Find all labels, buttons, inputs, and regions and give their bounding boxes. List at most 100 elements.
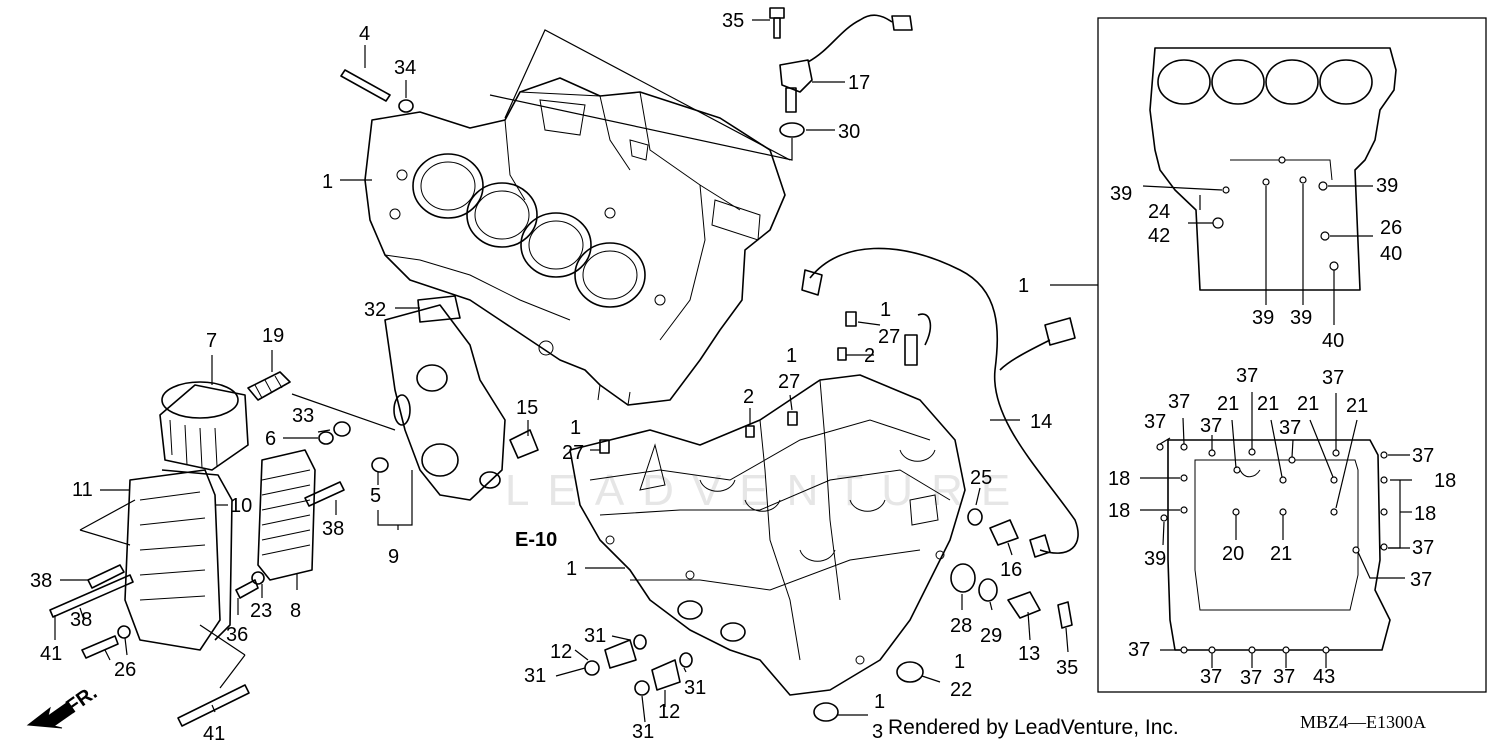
callout-31-c: 31 — [684, 677, 706, 699]
callout-33: 33 — [292, 405, 314, 427]
oil-cooler-fins — [139, 491, 206, 601]
callout-1-dowel-a: 1 — [880, 299, 891, 321]
render-credit: Rendered by LeadVenture, Inc. — [888, 716, 1179, 739]
bolt — [769, 7, 785, 39]
inset-callout-39-a: 39 — [1110, 183, 1132, 205]
harness-grommet — [801, 269, 823, 296]
inset-callout-20: 20 — [1222, 543, 1244, 565]
callout-22: 22 — [950, 679, 972, 701]
lower-crankcase — [569, 374, 966, 696]
oil-pressure-switch — [509, 429, 539, 459]
callout-36: 36 — [226, 624, 248, 646]
callout-8: 8 — [290, 600, 301, 622]
inset-callout-37-j: 37 — [1200, 666, 1222, 688]
callout-12-a: 12 — [550, 641, 572, 663]
harness-connector — [1044, 317, 1076, 346]
bolt-38-low — [81, 635, 119, 659]
dowel-27-c — [599, 439, 610, 454]
callout-34: 34 — [394, 57, 416, 79]
washer-29 — [978, 578, 998, 602]
callout-1-lower: 1 — [566, 558, 577, 580]
plug-5 — [371, 457, 389, 473]
callout-1-dowel-b: 1 — [786, 345, 797, 367]
inset-callout-40-b: 40 — [1322, 330, 1344, 352]
inset-callout-18-a: 18 — [1108, 468, 1130, 490]
inset-callout-37-b: 37 — [1168, 391, 1190, 413]
plug-12-b — [634, 652, 693, 696]
callout-1-plug: 1 — [874, 691, 885, 713]
dowel-27-a — [845, 311, 857, 327]
inset-callout-40-a: 40 — [1380, 243, 1402, 265]
oil-cooler-core — [257, 449, 316, 581]
inset-lower-gasket — [1156, 439, 1391, 654]
callout-1-drain: 1 — [954, 651, 965, 673]
inset-callout-26: 26 — [1380, 217, 1402, 239]
upper-crankcase — [364, 77, 786, 406]
oil-cooler-cover — [124, 469, 221, 651]
callout-27-b: 27 — [778, 371, 800, 393]
callout-35-bottom: 35 — [1056, 657, 1078, 679]
callout-27-a: 27 — [878, 326, 900, 348]
inset-callout-24: 24 — [1148, 201, 1170, 223]
clamp-13 — [1007, 591, 1041, 619]
inset-callout-37-top: 37 — [1236, 365, 1258, 387]
inset-callout-42: 42 — [1148, 225, 1170, 247]
inset-callout-37-d: 37 — [1200, 415, 1222, 437]
leader-lines — [54, 19, 1412, 723]
dowel-27-b — [787, 411, 798, 426]
inset-callout-37-k: 37 — [1240, 667, 1262, 689]
callout-1: 1 — [322, 171, 333, 193]
callout-32: 32 — [364, 299, 386, 321]
inset-callout-37-e: 37 — [1279, 417, 1301, 439]
inset-upper-gasket — [1149, 47, 1397, 291]
callout-7: 7 — [206, 330, 217, 352]
washer-26 — [117, 625, 131, 639]
callout-12-b: 12 — [658, 701, 680, 723]
bolt-38-left — [87, 564, 125, 589]
speed-sensor — [779, 14, 913, 113]
o-ring — [779, 122, 805, 138]
sensor-wire — [917, 313, 932, 346]
switch-16 — [989, 519, 1019, 546]
callout-17: 17 — [848, 72, 870, 94]
orifice-28 — [950, 563, 976, 593]
bolt-38-mid — [304, 481, 345, 507]
callout-1-right-pointer: 1 — [1018, 275, 1029, 297]
callout-13: 13 — [1018, 643, 1040, 665]
bolt-36 — [235, 579, 259, 599]
bolt-35-bottom — [1057, 601, 1073, 629]
inset-callout-39-d: 39 — [1290, 307, 1312, 329]
inset-callout-37-c: 37 — [1144, 411, 1166, 433]
wire-harness — [809, 247, 1079, 554]
oil-filter-boss — [247, 371, 291, 401]
callout-3: 3 — [872, 721, 883, 743]
callout-31-d: 31 — [632, 721, 654, 743]
callout-30: 30 — [838, 121, 860, 143]
inset-callout-18-c: 18 — [1434, 470, 1456, 492]
callout-41-bottom: 41 — [203, 723, 225, 745]
callout-2-a: 2 — [864, 345, 875, 367]
oil-screen — [393, 394, 411, 426]
inset-callout-43: 43 — [1313, 666, 1335, 688]
inset-callout-18-d: 18 — [1414, 503, 1436, 525]
inset-callout-21-d: 21 — [1346, 395, 1368, 417]
inset-callout-37-l: 37 — [1273, 666, 1295, 688]
watermark-text: LEADVENTURE — [505, 466, 1028, 515]
callout-38-left: 38 — [30, 570, 52, 592]
inset-callout-37-g: 37 — [1412, 537, 1434, 559]
drain-plug-22 — [896, 661, 924, 683]
inset-callout-37-f: 37 — [1412, 445, 1434, 467]
harness-branch — [999, 339, 1051, 371]
bolt-41-bottom — [177, 684, 250, 727]
callout-23: 23 — [250, 600, 272, 622]
callout-10: 10 — [230, 495, 252, 517]
oil-filter — [159, 381, 249, 471]
inset-callout-39-c: 39 — [1252, 307, 1274, 329]
callout-26: 26 — [114, 659, 136, 681]
callout-e10: E-10 — [515, 529, 557, 551]
callout-28: 28 — [950, 615, 972, 637]
dowel-2-b — [745, 425, 755, 438]
inset-callout-39-e: 39 — [1144, 548, 1166, 570]
callout-27-c: 27 — [562, 442, 584, 464]
